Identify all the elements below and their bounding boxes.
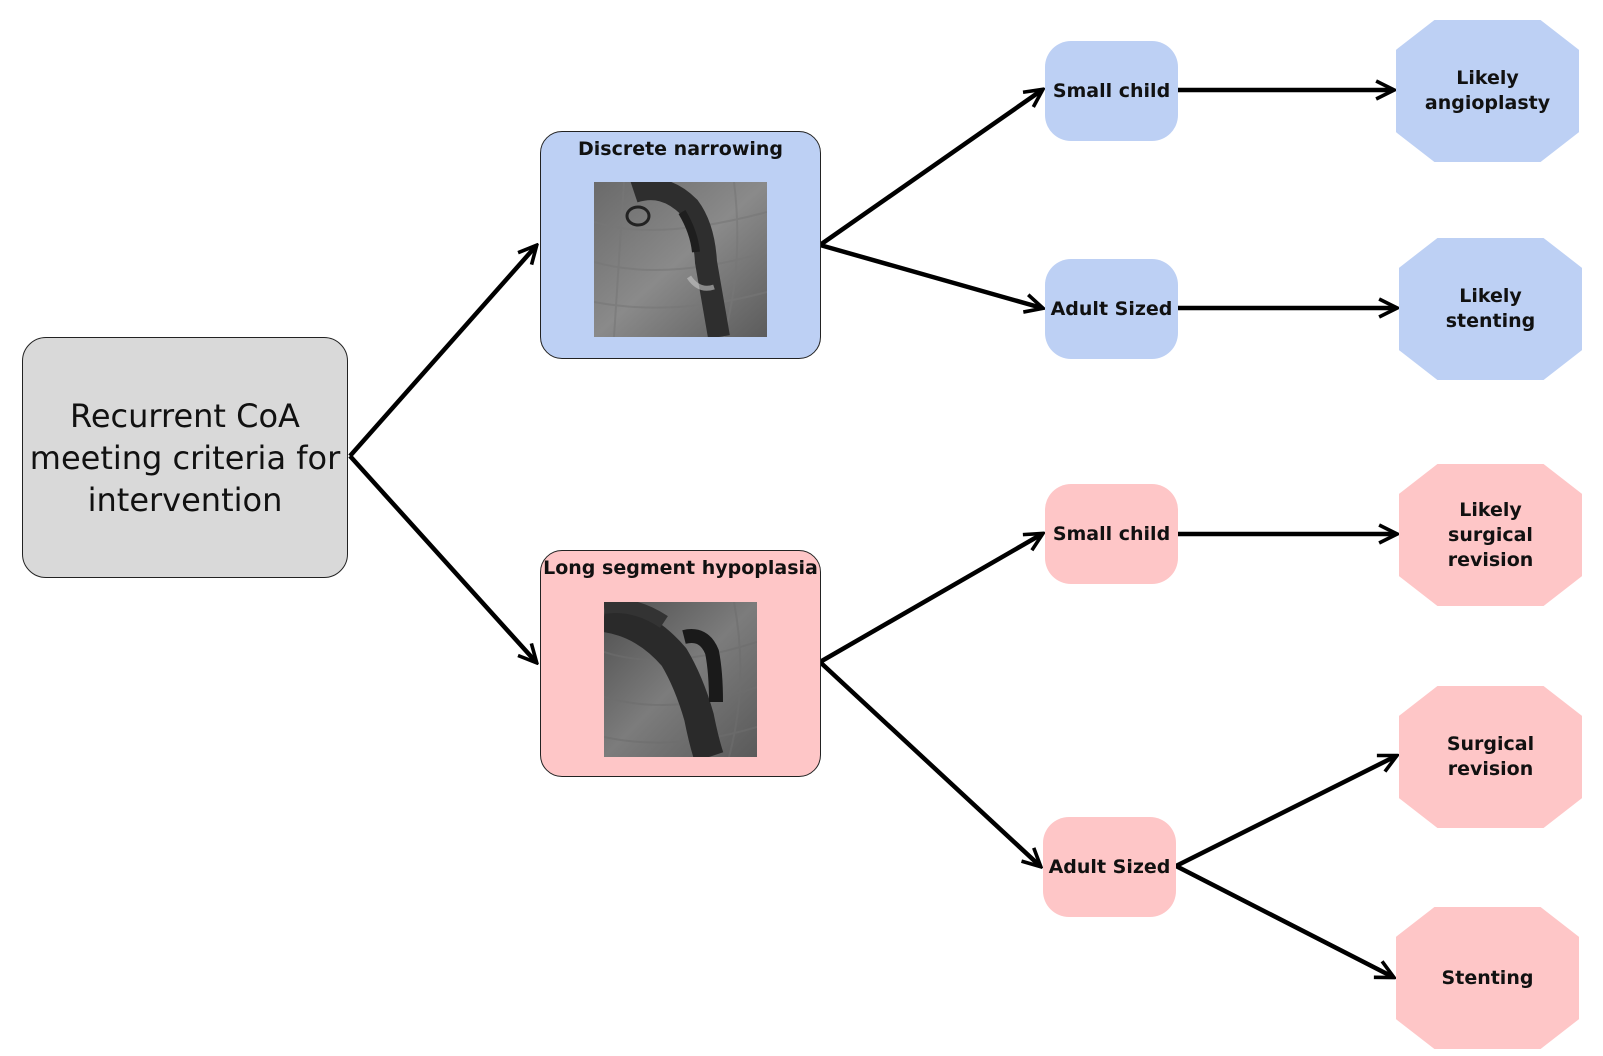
pink-small-child-node: Small child [1045,484,1178,584]
outcome-likely-stenting-line-1: Likely [1459,285,1522,307]
outcome-likely-surgical-revision-line-3: revision [1447,548,1534,571]
outcome-stenting-label: Stenting [1441,966,1534,989]
outcome-likely-angioplasty: Likely angioplasty [1396,20,1579,162]
blue-small-child-node: Small child [1045,41,1178,141]
pink-adult-sized-label: Adult Sized [1048,856,1171,878]
outcome-likely-surgical-revision-line-2: surgical [1448,523,1533,546]
outcome-surgical-revision-line-1: Surgical [1446,733,1535,755]
outcome-likely-surgical-revision: Likely surgical revision [1399,464,1582,606]
blue-adult-sized-node: Adult Sized [1045,259,1178,359]
outcome-likely-angioplasty-line-1: Likely [1456,67,1519,89]
blue-adult-sized-label: Adult Sized [1050,298,1173,320]
arrow-long-to-adult [818,660,1040,866]
arrow-root-to-long [348,454,536,662]
arrow-pink-adult-to-stenting [1174,863,1393,977]
discrete-narrowing-angiogram-image [594,182,767,337]
long-segment-hypoplasia-title: Long segment hypoplasia [543,557,818,579]
arrow-discrete-to-adult [819,242,1042,308]
arrow-pink-adult-to-surgical-revision [1174,756,1396,869]
outcome-likely-angioplasty-line-2: angioplasty [1424,92,1551,114]
outcome-stenting: Stenting [1396,907,1579,1049]
root-node-recurrent-coa: Recurrent CoA meeting criteria for inter… [22,337,348,578]
outcome-likely-stenting: Likely stenting [1399,238,1582,380]
root-line-2: meeting criteria for [29,438,341,477]
root-line-3: intervention [87,480,283,519]
outcome-likely-surgical-revision-line-1: Likely [1459,498,1522,521]
outcome-likely-stenting-line-2: stenting [1445,310,1536,332]
outcome-surgical-revision: Surgical revision [1399,686,1582,828]
long-segment-hypoplasia-angiogram-image [604,602,757,757]
discrete-narrowing-title: Discrete narrowing [577,138,784,160]
outcome-surgical-revision-line-2: revision [1447,758,1534,780]
pink-adult-sized-node: Adult Sized [1043,817,1176,917]
arrow-discrete-to-small [818,90,1042,247]
blue-small-child-label: Small child [1052,80,1171,102]
arrow-root-to-discrete [348,246,536,458]
arrow-long-to-small [818,534,1042,664]
root-line-1: Recurrent CoA [70,396,300,435]
pink-small-child-label: Small child [1052,523,1171,545]
